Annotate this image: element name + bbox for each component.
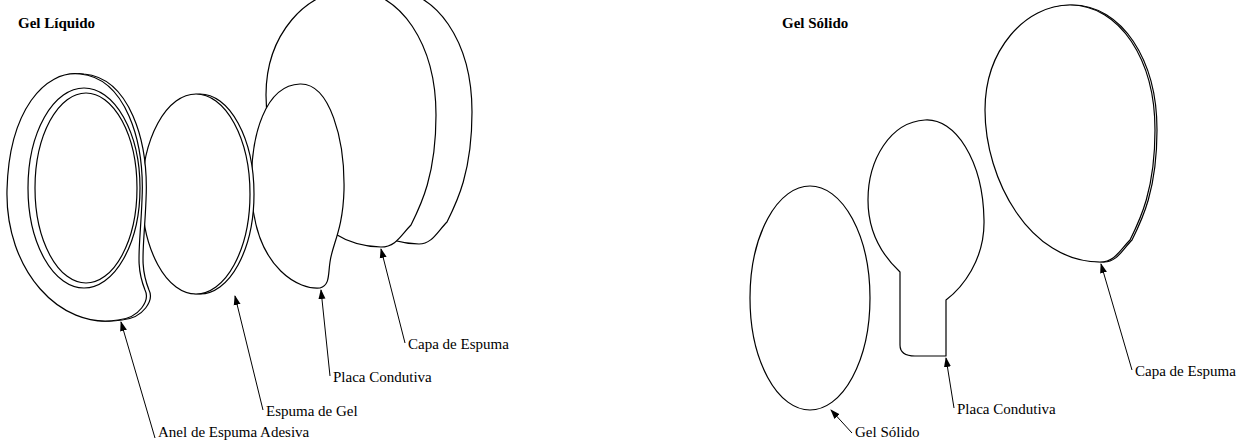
- leader-line: [381, 249, 405, 343]
- part-label: Anel de Espuma Adesiva: [158, 423, 309, 441]
- group-heading: Gel Líquido: [18, 14, 95, 32]
- part-label: Espuma de Gel: [266, 402, 358, 420]
- leader-line: [121, 322, 155, 438]
- part-label: Capa de Espuma: [1135, 362, 1236, 380]
- leader-line: [946, 358, 954, 408]
- part-label: Placa Condutiva: [957, 400, 1056, 418]
- gel-foam: [142, 94, 250, 294]
- adhesive-ring: [7, 74, 146, 321]
- leader-line: [235, 296, 263, 410]
- leader-line: [321, 290, 330, 376]
- leader-line: [831, 410, 852, 433]
- conductive-plate: [251, 84, 344, 288]
- foam-cap: [985, 5, 1155, 262]
- part-label: Capa de Espuma: [408, 335, 509, 353]
- conductive-plate: [868, 120, 984, 356]
- group-heading: Gel Sólido: [782, 14, 848, 32]
- part-label: Gel Sólido: [855, 423, 920, 441]
- part-label: Placa Condutiva: [333, 368, 432, 386]
- adhesive-ring-hole: [35, 93, 137, 283]
- adhesive-ring-hole: [28, 88, 140, 288]
- solid-gel: [750, 186, 870, 410]
- leader-line: [1101, 264, 1132, 370]
